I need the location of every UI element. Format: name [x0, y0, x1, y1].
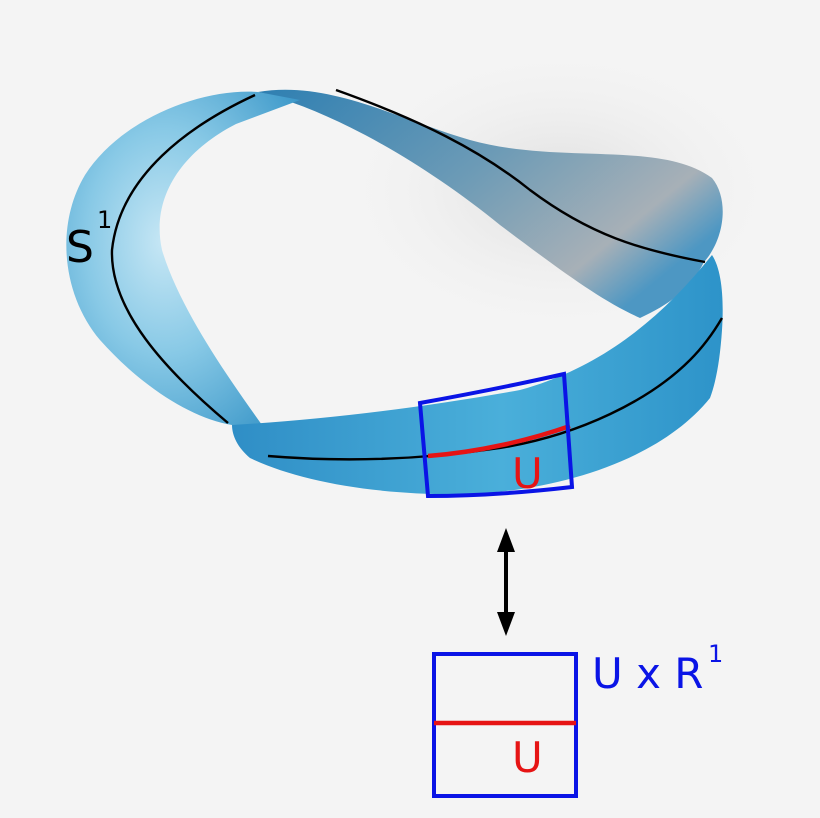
label-product: U x R [592, 649, 703, 698]
label-product-exponent: 1 [708, 640, 723, 668]
core-circle-back-curve [335, 88, 706, 264]
core-circle-front-curve [267, 317, 724, 461]
label-open-set-on-band: U [512, 449, 543, 498]
core-circle-left-curve [110, 93, 256, 424]
mobius-band-front [232, 255, 723, 495]
label-open-set-in-box: U [512, 733, 543, 782]
mobius-band-back [258, 89, 723, 318]
open-set-arc-on-band [427, 423, 571, 459]
label-circle-exponent: 1 [97, 206, 112, 234]
mobius-band-left [66, 91, 300, 426]
double-headed-arrow-icon [497, 528, 515, 636]
label-circle: S [66, 222, 94, 273]
local-chart-box-on-band [417, 371, 575, 499]
